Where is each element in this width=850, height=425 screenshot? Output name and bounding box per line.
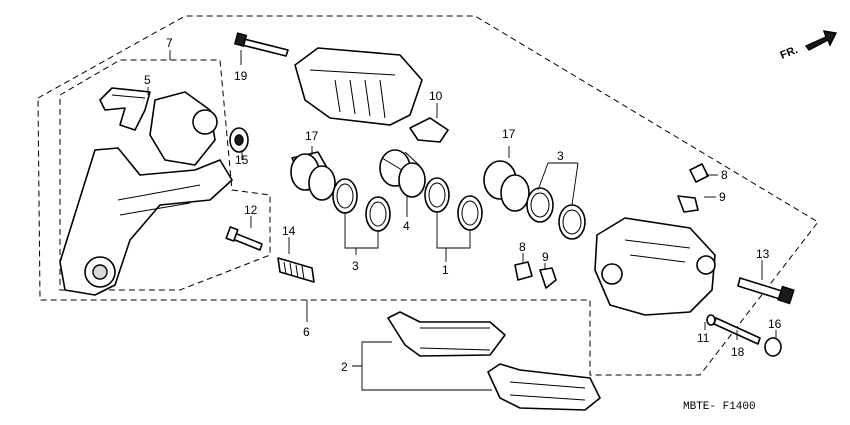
label-17-left: 17 [305, 129, 319, 143]
label-3-right: 3 [557, 149, 564, 163]
caliper-bracket [59, 91, 233, 296]
piston-right [483, 160, 530, 212]
label-7: 7 [166, 36, 173, 50]
label-13: 13 [756, 247, 770, 261]
diagram-code: MBTE- F1400 [683, 401, 756, 413]
part-labels: 7 5 19 10 17 17 3 8 9 15 12 4 14 8 9 13 … [144, 36, 782, 374]
label-17-right: 17 [502, 127, 516, 141]
label-19: 19 [234, 69, 248, 83]
piston-middle [379, 149, 426, 198]
leader-lines [147, 50, 777, 391]
label-10: 10 [429, 89, 443, 103]
caliper-body-outer [294, 47, 423, 126]
label-16: 16 [768, 317, 782, 331]
brake-pad-upper [387, 311, 506, 357]
piston-seals [332, 177, 586, 240]
label-8-lower: 8 [519, 240, 526, 254]
bolt-19 [233, 32, 289, 57]
pin-boot [229, 127, 249, 153]
pad-retainer [409, 117, 449, 143]
label-18: 18 [731, 345, 745, 359]
bushing-14 [277, 257, 315, 283]
brake-pad-lower [487, 363, 601, 411]
label-1: 1 [442, 263, 449, 277]
label-15: 15 [235, 153, 249, 167]
direction-label: FR. [779, 44, 800, 62]
label-11: 11 [697, 331, 710, 345]
label-5: 5 [144, 73, 151, 87]
label-4: 4 [403, 219, 410, 233]
label-3-left: 3 [352, 259, 359, 273]
assembly-boundary [37, 15, 819, 376]
plug-16 [764, 337, 782, 357]
label-2: 2 [341, 360, 348, 374]
pin-18 [706, 314, 761, 345]
label-9-lower: 9 [542, 250, 549, 264]
label-6: 6 [303, 325, 310, 339]
label-12: 12 [244, 203, 258, 217]
label-8-upper: 8 [721, 168, 728, 182]
caliper-body-inner [594, 217, 716, 316]
piston-left [290, 151, 336, 201]
bleeder-valve-upper [677, 163, 709, 213]
front-direction-arrow-icon: FR. [779, 30, 838, 62]
bolt-13 [737, 277, 795, 305]
pin-bolt-12 [225, 226, 263, 251]
label-9-upper: 9 [719, 190, 726, 204]
pad-spring [99, 87, 151, 131]
label-14: 14 [282, 224, 296, 238]
bleeder-valve-lower [514, 261, 557, 289]
